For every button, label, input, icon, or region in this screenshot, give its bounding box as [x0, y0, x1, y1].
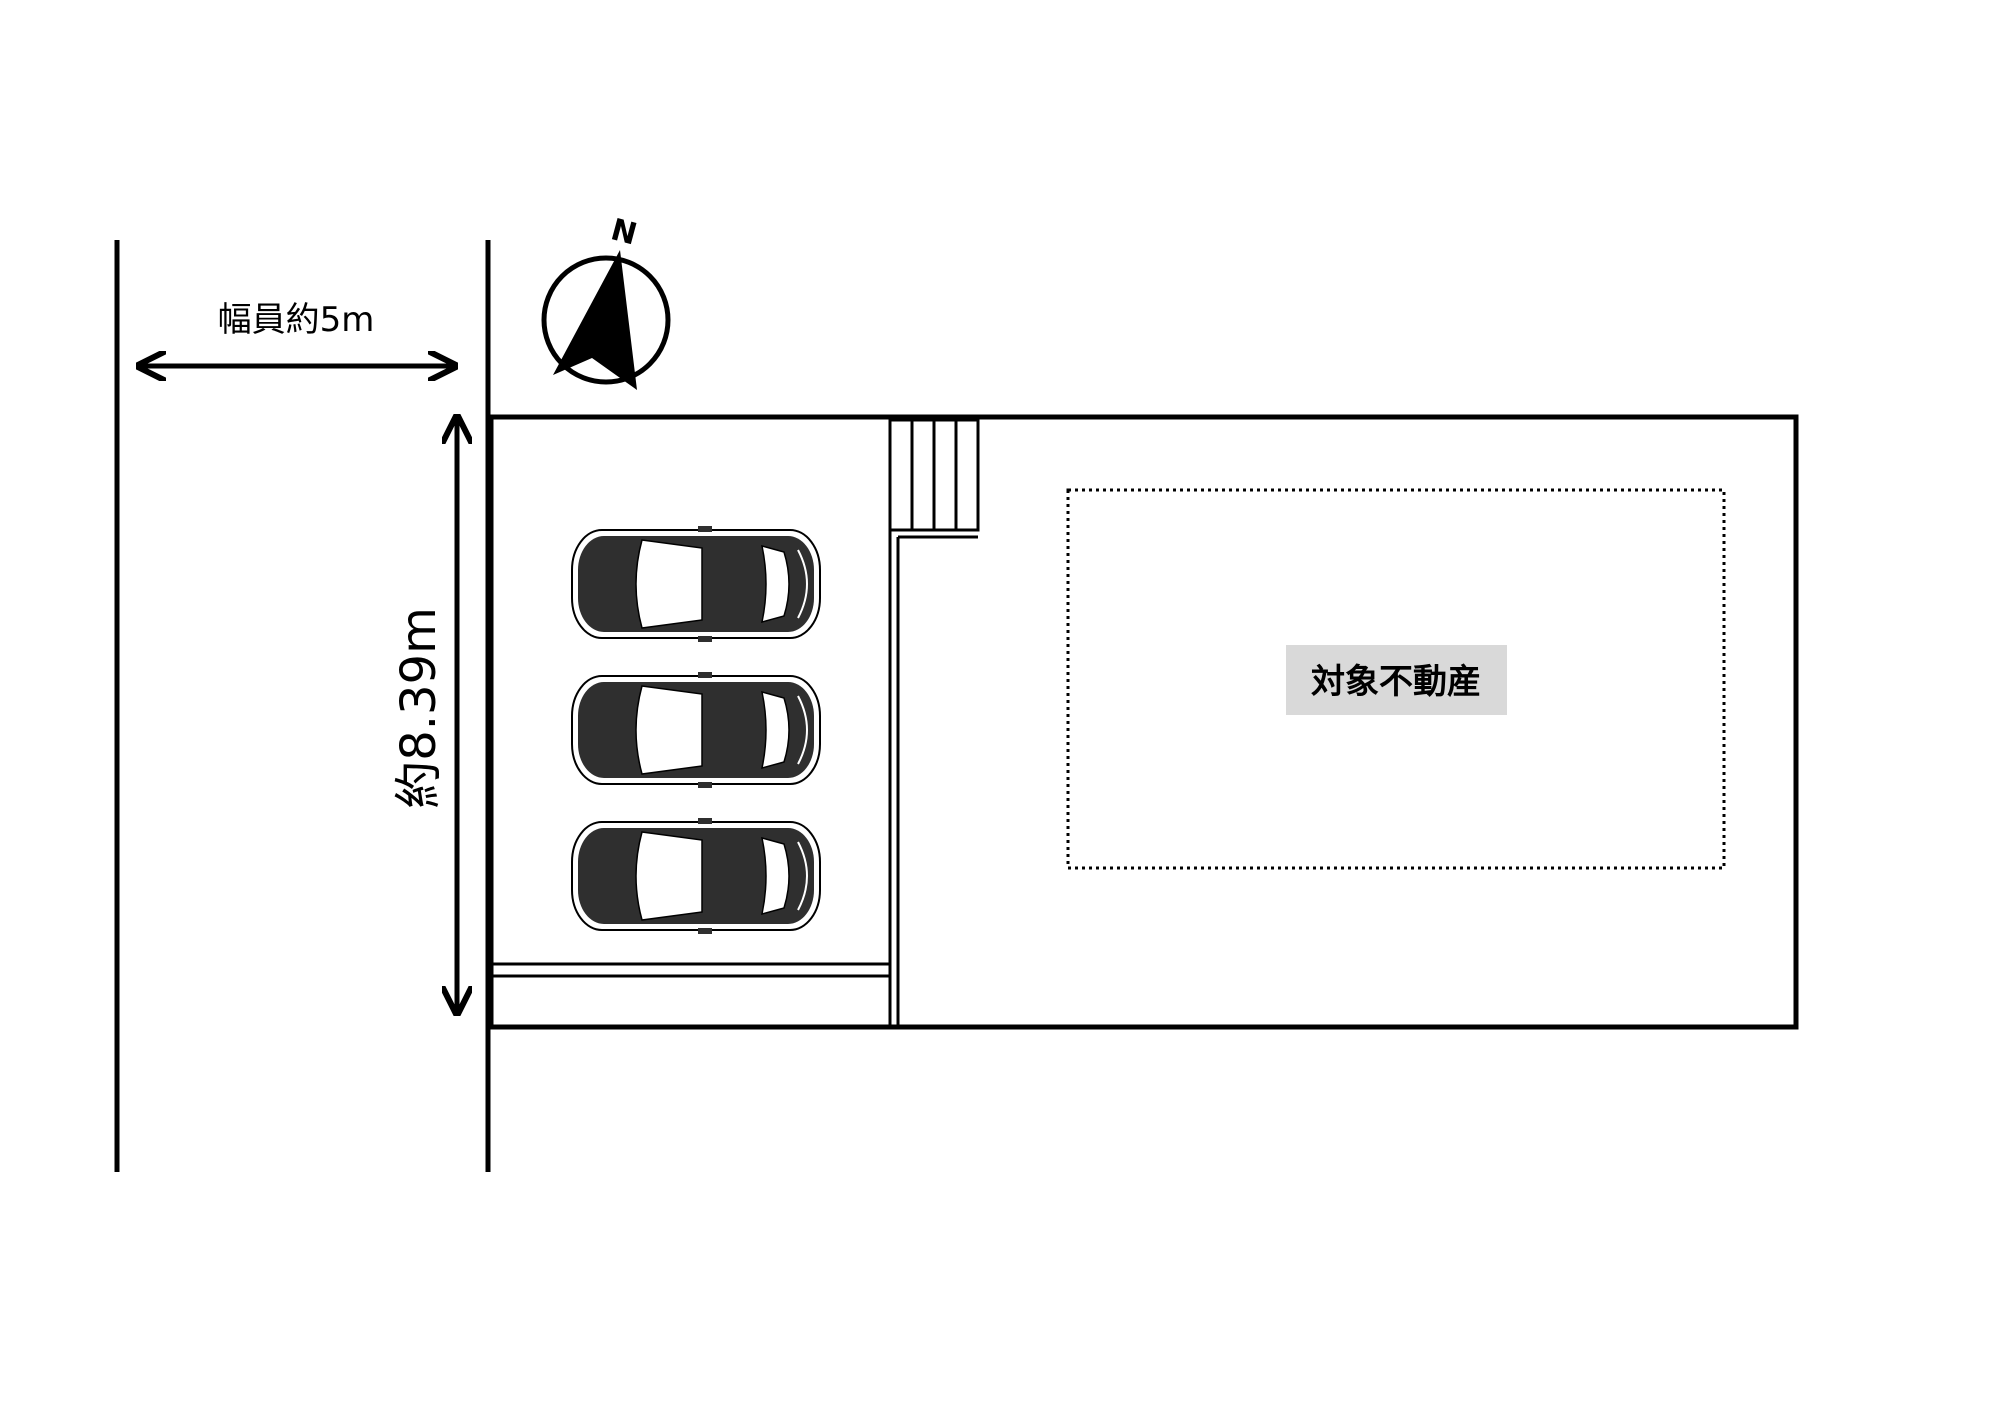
car-icon — [571, 525, 821, 643]
property-boundary — [488, 414, 1799, 1030]
frontage-label: 約8.39m — [391, 607, 447, 809]
car-icon — [571, 817, 821, 935]
entrance-steps — [888, 418, 980, 532]
property-label-box: 対象不動産 — [1286, 645, 1507, 715]
north-label: N — [607, 212, 640, 252]
parking-area — [571, 525, 821, 935]
road-width-label: 幅員約5m — [218, 300, 375, 340]
bottom-strip — [491, 962, 890, 978]
building-footprint — [1066, 488, 1726, 870]
car-icon — [571, 671, 821, 789]
property-label: 対象不動産 — [1311, 662, 1481, 702]
north-compass: N — [541, 212, 671, 390]
north-arrow-icon — [553, 250, 637, 390]
